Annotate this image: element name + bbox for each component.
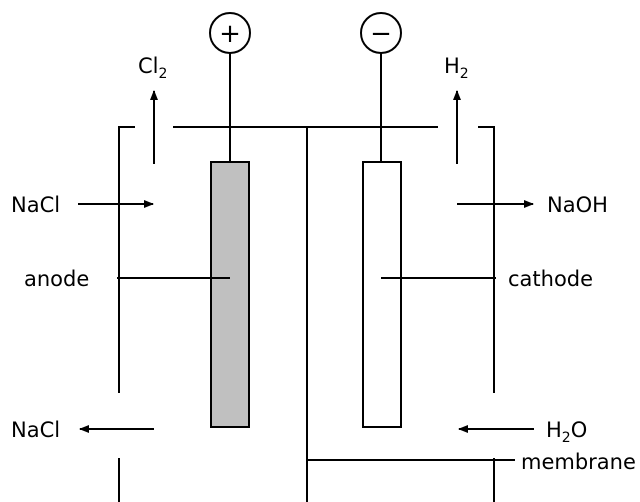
anode-electrode [210, 161, 250, 428]
right-wall [478, 126, 495, 502]
cl2-label-sub: 2 [159, 66, 168, 82]
h2-label-sub: 2 [460, 66, 469, 82]
cl2-label: Cl2 [138, 54, 167, 82]
positive-sign: + [219, 19, 241, 49]
negative-terminal [360, 12, 402, 54]
cathode-electrode [362, 161, 402, 428]
h2-label: H2 [444, 54, 469, 82]
h2-label-base: H [444, 54, 460, 78]
anode-label: anode [24, 267, 89, 291]
negative-sign: − [370, 19, 392, 49]
nacl-out-label: NaCl [11, 418, 60, 442]
membrane-label: membrane [521, 450, 636, 474]
h2o-in-label: H2O [546, 418, 587, 446]
nacl-in-label: NaCl [11, 193, 60, 217]
h2o-label-tail: O [571, 418, 588, 442]
positive-terminal [209, 12, 251, 54]
h2o-label-sub: 2 [562, 430, 571, 446]
cl2-label-base: Cl [138, 54, 159, 78]
naoh-out-label: NaOH [547, 193, 608, 217]
h2o-label-base: H [546, 418, 562, 442]
cathode-label: cathode [508, 267, 593, 291]
left-wall [118, 126, 135, 502]
